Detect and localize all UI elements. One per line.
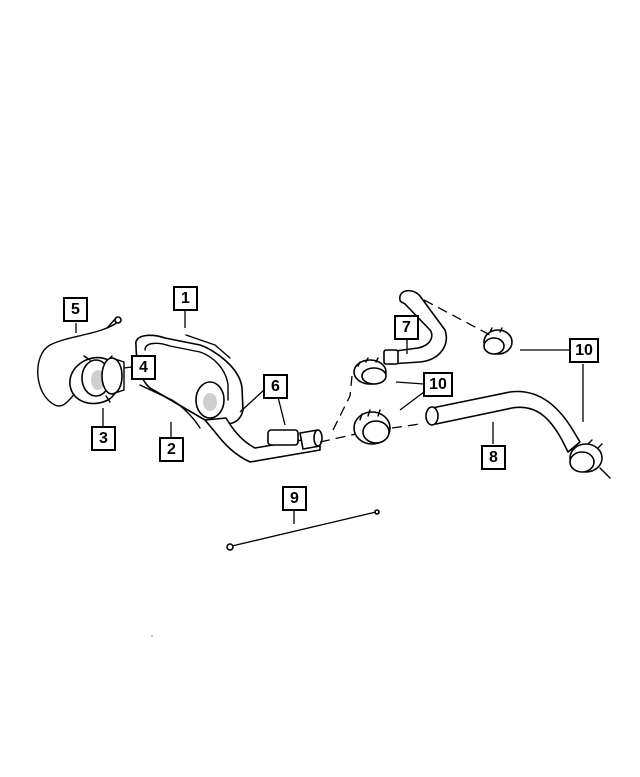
hose-clamp-lower-left — [353, 409, 391, 445]
hose-clamp-lower-right — [569, 439, 611, 479]
callout-10-right: 10 — [569, 338, 599, 363]
callout-label-2: 2 — [167, 441, 176, 458]
callout-2: 2 — [159, 437, 184, 462]
callout-label-3: 3 — [99, 430, 108, 447]
callout-9: 9 — [282, 486, 307, 511]
callout-label-5: 5 — [71, 301, 80, 318]
callout-10-center: 10 — [423, 372, 453, 397]
callout-6: 6 — [263, 374, 288, 399]
callout-label-4: 4 — [139, 359, 148, 376]
callout-3: 3 — [91, 426, 116, 451]
callout-8: 8 — [481, 445, 506, 470]
callout-label-7: 7 — [402, 319, 411, 336]
callout-7: 7 — [394, 315, 419, 340]
callout-label-1: 1 — [181, 290, 190, 307]
filler-housing — [135, 334, 244, 429]
callout-1: 1 — [173, 286, 198, 311]
filler-tube — [204, 417, 323, 463]
callout-5: 5 — [63, 297, 88, 322]
callout-label-9: 9 — [290, 490, 299, 507]
ground-wire — [226, 509, 380, 551]
stray-dot — [151, 635, 153, 637]
tether-strap — [37, 316, 122, 407]
housing-ring — [101, 357, 125, 395]
callout-4: 4 — [131, 355, 156, 380]
fill-hose — [425, 390, 581, 453]
hose-clamp-upper-left — [353, 357, 387, 385]
hose-clamp-upper-right — [483, 327, 513, 355]
leader-lines — [75, 309, 584, 524]
callout-label-10-right: 10 — [575, 342, 593, 359]
callout-label-8: 8 — [489, 449, 498, 466]
callout-label-6: 6 — [271, 378, 280, 395]
vent-hose — [383, 289, 447, 365]
callout-label-10-center: 10 — [429, 376, 447, 393]
